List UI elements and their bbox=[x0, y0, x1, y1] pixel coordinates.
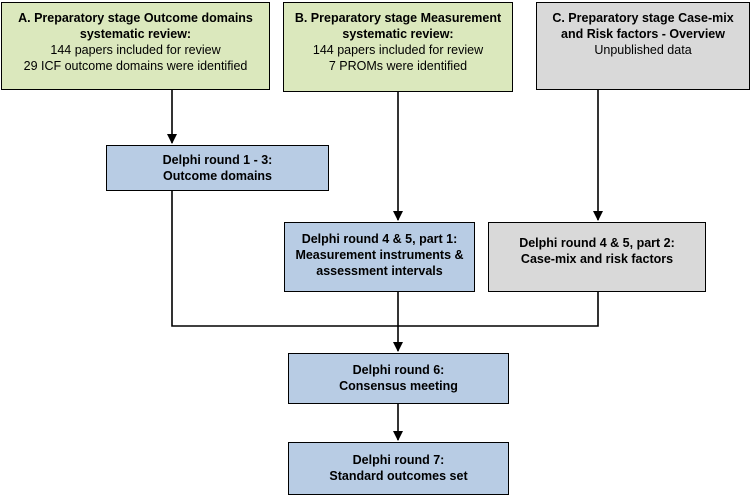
box-c-title-line1: C. Preparatory stage Case-mix bbox=[552, 11, 734, 25]
box-b-title-line1: B. Preparatory stage Measurement bbox=[294, 11, 502, 25]
delphi-7-title: Delphi round 7: bbox=[352, 453, 445, 467]
box-delphi-round-4-5-part2: Delphi round 4 & 5, part 2: Case-mix and… bbox=[488, 222, 706, 292]
delphi-1-3-title: Delphi round 1 - 3: bbox=[162, 153, 273, 167]
box-delphi-round-4-5-part1: Delphi round 4 & 5, part 1: Measurement … bbox=[284, 222, 475, 292]
box-a-text-line2: 29 ICF outcome domains were identified bbox=[23, 59, 248, 73]
delphi-4-5-part2-title: Delphi round 4 & 5, part 2: bbox=[519, 236, 675, 250]
box-c-title-line2: and Risk factors - Overview bbox=[561, 27, 725, 41]
delphi-4-5-part1-line2: Measurement instruments & bbox=[295, 248, 464, 262]
delphi-6-title: Delphi round 6: bbox=[352, 363, 445, 377]
delphi-6-subtitle: Consensus meeting bbox=[339, 379, 458, 393]
box-c-text-line1: Unpublished data bbox=[594, 43, 692, 57]
box-b-text-line1: 144 papers included for review bbox=[312, 43, 484, 57]
box-delphi-round-7: Delphi round 7: Standard outcomes set bbox=[288, 442, 509, 495]
box-a-outcome-domains-review: A. Preparatory stage Outcome domains sys… bbox=[1, 2, 270, 90]
box-a-title-line2: systematic review: bbox=[79, 27, 192, 41]
box-c-case-mix-overview: C. Preparatory stage Case-mix and Risk f… bbox=[536, 2, 750, 90]
delphi-4-5-part1-line3: assessment intervals bbox=[316, 264, 443, 278]
box-b-title-line2: systematic review: bbox=[342, 27, 454, 41]
delphi-7-subtitle: Standard outcomes set bbox=[329, 469, 468, 483]
box-b-text-line2: 7 PROMs were identified bbox=[328, 59, 468, 73]
delphi-4-5-part2-line2: Case-mix and risk factors bbox=[520, 252, 674, 266]
box-delphi-round-6: Delphi round 6: Consensus meeting bbox=[288, 353, 509, 404]
box-delphi-round-1-3: Delphi round 1 - 3: Outcome domains bbox=[106, 145, 329, 191]
merge-line bbox=[171, 191, 599, 327]
delphi-4-5-part1-title: Delphi round 4 & 5, part 1: bbox=[301, 232, 458, 246]
box-b-measurement-review: B. Preparatory stage Measurement systema… bbox=[283, 2, 513, 92]
box-a-text-line1: 144 papers included for review bbox=[50, 43, 221, 57]
box-a-title-line1: A. Preparatory stage Outcome domains bbox=[18, 11, 253, 25]
delphi-1-3-subtitle: Outcome domains bbox=[162, 169, 273, 183]
